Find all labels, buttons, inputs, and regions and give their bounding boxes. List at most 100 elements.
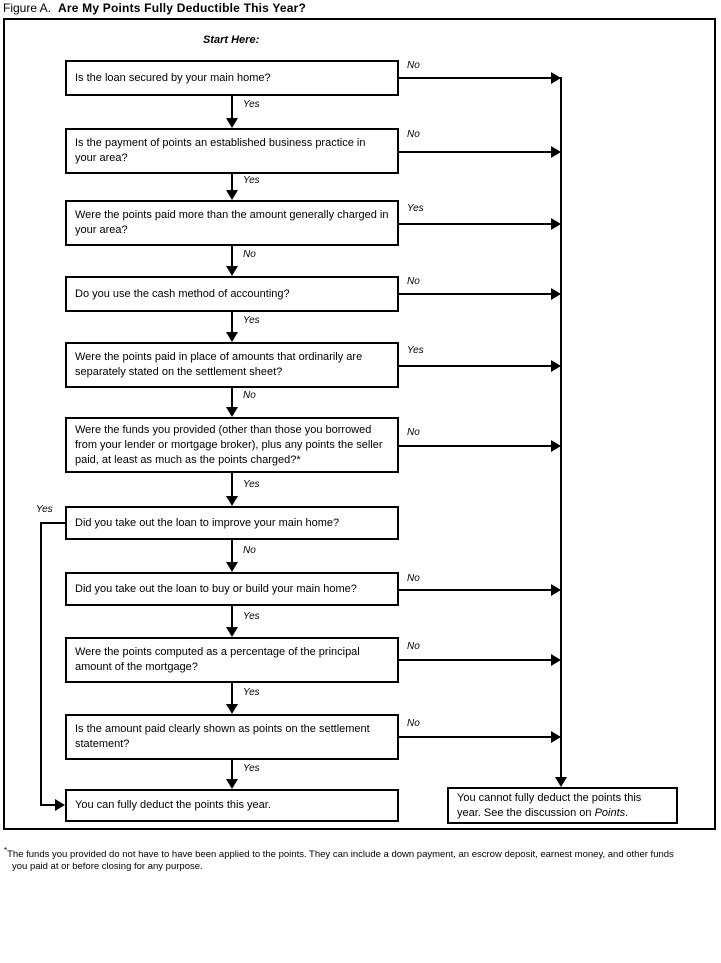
- connector-q3-to-q4: [231, 246, 233, 266]
- edge-label-q2-down: Yes: [243, 175, 260, 186]
- arrowhead-q6-right: [551, 440, 561, 452]
- connector-q7-to-q8: [231, 540, 233, 562]
- branch-q3-right: [399, 223, 551, 225]
- decision-box-q6-text: Were the funds you provided (other than …: [75, 423, 383, 466]
- decision-box-q4[interactable]: Do you use the cash method of accounting…: [65, 276, 399, 312]
- outcome-box-deductible[interactable]: You can fully deduct the points this yea…: [65, 789, 399, 822]
- edge-label-q9-down: Yes: [243, 687, 260, 698]
- outcome-box-not-deductible-text: You cannot fully deduct the points this …: [449, 791, 649, 821]
- arrowhead-q9-to-q10: [226, 704, 238, 714]
- decision-box-q1[interactable]: Is the loan secured by your main home?: [65, 60, 399, 96]
- branch-q4-right: [399, 293, 551, 295]
- outcome-box-not-deductible[interactable]: You cannot fully deduct the points this …: [447, 787, 678, 824]
- edge-label-q4-down: Yes: [243, 315, 260, 326]
- not-deductible-line2-post: .: [625, 806, 629, 819]
- footnote: *The funds you provided do not have to h…: [4, 845, 716, 873]
- connector-q2-to-q3: [231, 174, 233, 190]
- decision-box-q4-text: Do you use the cash method of accounting…: [75, 287, 290, 300]
- edge-label-q3-side: Yes: [407, 203, 424, 214]
- connector-q10-to-outcome: [231, 760, 233, 779]
- edge-label-q10-down: Yes: [243, 763, 260, 774]
- edge-label-q3-down: No: [243, 249, 256, 260]
- figure-title: Are My Points Fully Deductible This Year…: [58, 1, 307, 15]
- connector-q6-to-q7: [231, 473, 233, 496]
- footnote-line2: you paid at or before closing for any pu…: [12, 861, 203, 873]
- arrowhead-q7-to-q8: [226, 562, 238, 572]
- loopback-vertical-segment: [40, 522, 42, 806]
- branch-q5-right: [399, 365, 551, 367]
- arrowhead-q2-to-q3: [226, 190, 238, 200]
- branch-q9-right: [399, 659, 551, 661]
- edge-label-q5-down: No: [243, 390, 256, 401]
- arrowhead-q3-right: [551, 218, 561, 230]
- arrowhead-q3-to-q4: [226, 266, 238, 276]
- branch-q8-right: [399, 589, 551, 591]
- arrowhead-q8-right: [551, 584, 561, 596]
- edge-label-q9-side: No: [407, 641, 420, 652]
- edge-label-q10-side: No: [407, 718, 420, 729]
- arrowhead-q9-right: [551, 654, 561, 666]
- connector-q8-to-q9: [231, 606, 233, 627]
- decision-box-q6[interactable]: Were the funds you provided (other than …: [65, 417, 399, 473]
- edge-label-q6-side: No: [407, 427, 420, 438]
- decision-box-q10[interactable]: Is the amount paid clearly shown as poin…: [65, 714, 399, 760]
- edge-label-q5-side: Yes: [407, 345, 424, 356]
- loopback-bottom-segment: [40, 804, 57, 806]
- decision-box-q9[interactable]: Were the points computed as a percentage…: [65, 637, 399, 683]
- connector-q1-to-q2: [231, 96, 233, 118]
- edge-label-q4-side: No: [407, 276, 420, 287]
- arrowhead-q1-right: [551, 72, 561, 84]
- connector-q5-to-q6: [231, 388, 233, 407]
- decision-box-q2-text: Is the payment of points an established …: [75, 137, 366, 164]
- decision-box-q7-text: Did you take out the loan to improve you…: [75, 516, 340, 529]
- branch-q2-right: [399, 151, 551, 153]
- arrowhead-q5-to-q6: [226, 407, 238, 417]
- decision-box-q2[interactable]: Is the payment of points an established …: [65, 128, 399, 174]
- figure-label: Figure A.: [3, 1, 52, 15]
- arrowhead-loopback: [55, 799, 65, 811]
- connector-q9-to-q10: [231, 683, 233, 704]
- footnote-line1: The funds you provided do not have to ha…: [7, 849, 674, 861]
- figure-frame: [3, 18, 716, 830]
- loopback-top-segment: [40, 522, 65, 524]
- arrowhead-q5-right: [551, 360, 561, 372]
- points-reference: Points: [594, 806, 626, 819]
- start-here-label: Start Here:: [203, 34, 260, 46]
- branch-q10-right: [399, 736, 551, 738]
- footnote-marker: *: [4, 846, 8, 855]
- edge-label-q1-side: No: [407, 60, 420, 71]
- arrowhead-q1-to-q2: [226, 118, 238, 128]
- edge-label-q6-down: Yes: [243, 479, 260, 490]
- decision-box-q8-text: Did you take out the loan to buy or buil…: [75, 582, 357, 595]
- arrowhead-q4-right: [551, 288, 561, 300]
- decision-box-q5[interactable]: Were the points paid in place of amounts…: [65, 342, 399, 388]
- decision-box-q10-text: Is the amount paid clearly shown as poin…: [75, 723, 370, 750]
- branch-q6-right: [399, 445, 551, 447]
- arrowhead-q10-right: [551, 731, 561, 743]
- right-collector-spine: [560, 77, 562, 777]
- not-deductible-line1: You cannot fully deduct the points this: [457, 791, 642, 804]
- decision-box-q3[interactable]: Were the points paid more than the amoun…: [65, 200, 399, 246]
- edge-label-q2-side: No: [407, 129, 420, 140]
- arrowhead-right-collector: [555, 777, 567, 787]
- outcome-box-deductible-text: You can fully deduct the points this yea…: [75, 799, 271, 811]
- arrowhead-q10-to-outcome: [226, 779, 238, 789]
- edge-label-q1-down: Yes: [243, 99, 260, 110]
- decision-box-q1-text: Is the loan secured by your main home?: [75, 71, 271, 84]
- decision-box-q5-text: Were the points paid in place of amounts…: [75, 351, 363, 378]
- decision-box-q8[interactable]: Did you take out the loan to buy or buil…: [65, 572, 399, 606]
- figure-caption: Figure A. Are My Points Fully Deductible …: [3, 1, 306, 15]
- edge-label-q8-side: No: [407, 573, 420, 584]
- arrowhead-q8-to-q9: [226, 627, 238, 637]
- edge-label-q7-down: No: [243, 545, 256, 556]
- arrowhead-q6-to-q7: [226, 496, 238, 506]
- decision-box-q9-text: Were the points computed as a percentage…: [75, 646, 360, 673]
- edge-label-q7-side: Yes: [36, 504, 53, 515]
- decision-box-q7[interactable]: Did you take out the loan to improve you…: [65, 506, 399, 540]
- not-deductible-line2-pre: year. See the discussion on: [457, 806, 595, 819]
- arrowhead-q2-right: [551, 146, 561, 158]
- decision-box-q3-text: Were the points paid more than the amoun…: [75, 209, 389, 236]
- branch-q1-right: [399, 77, 551, 79]
- arrowhead-q4-to-q5: [226, 332, 238, 342]
